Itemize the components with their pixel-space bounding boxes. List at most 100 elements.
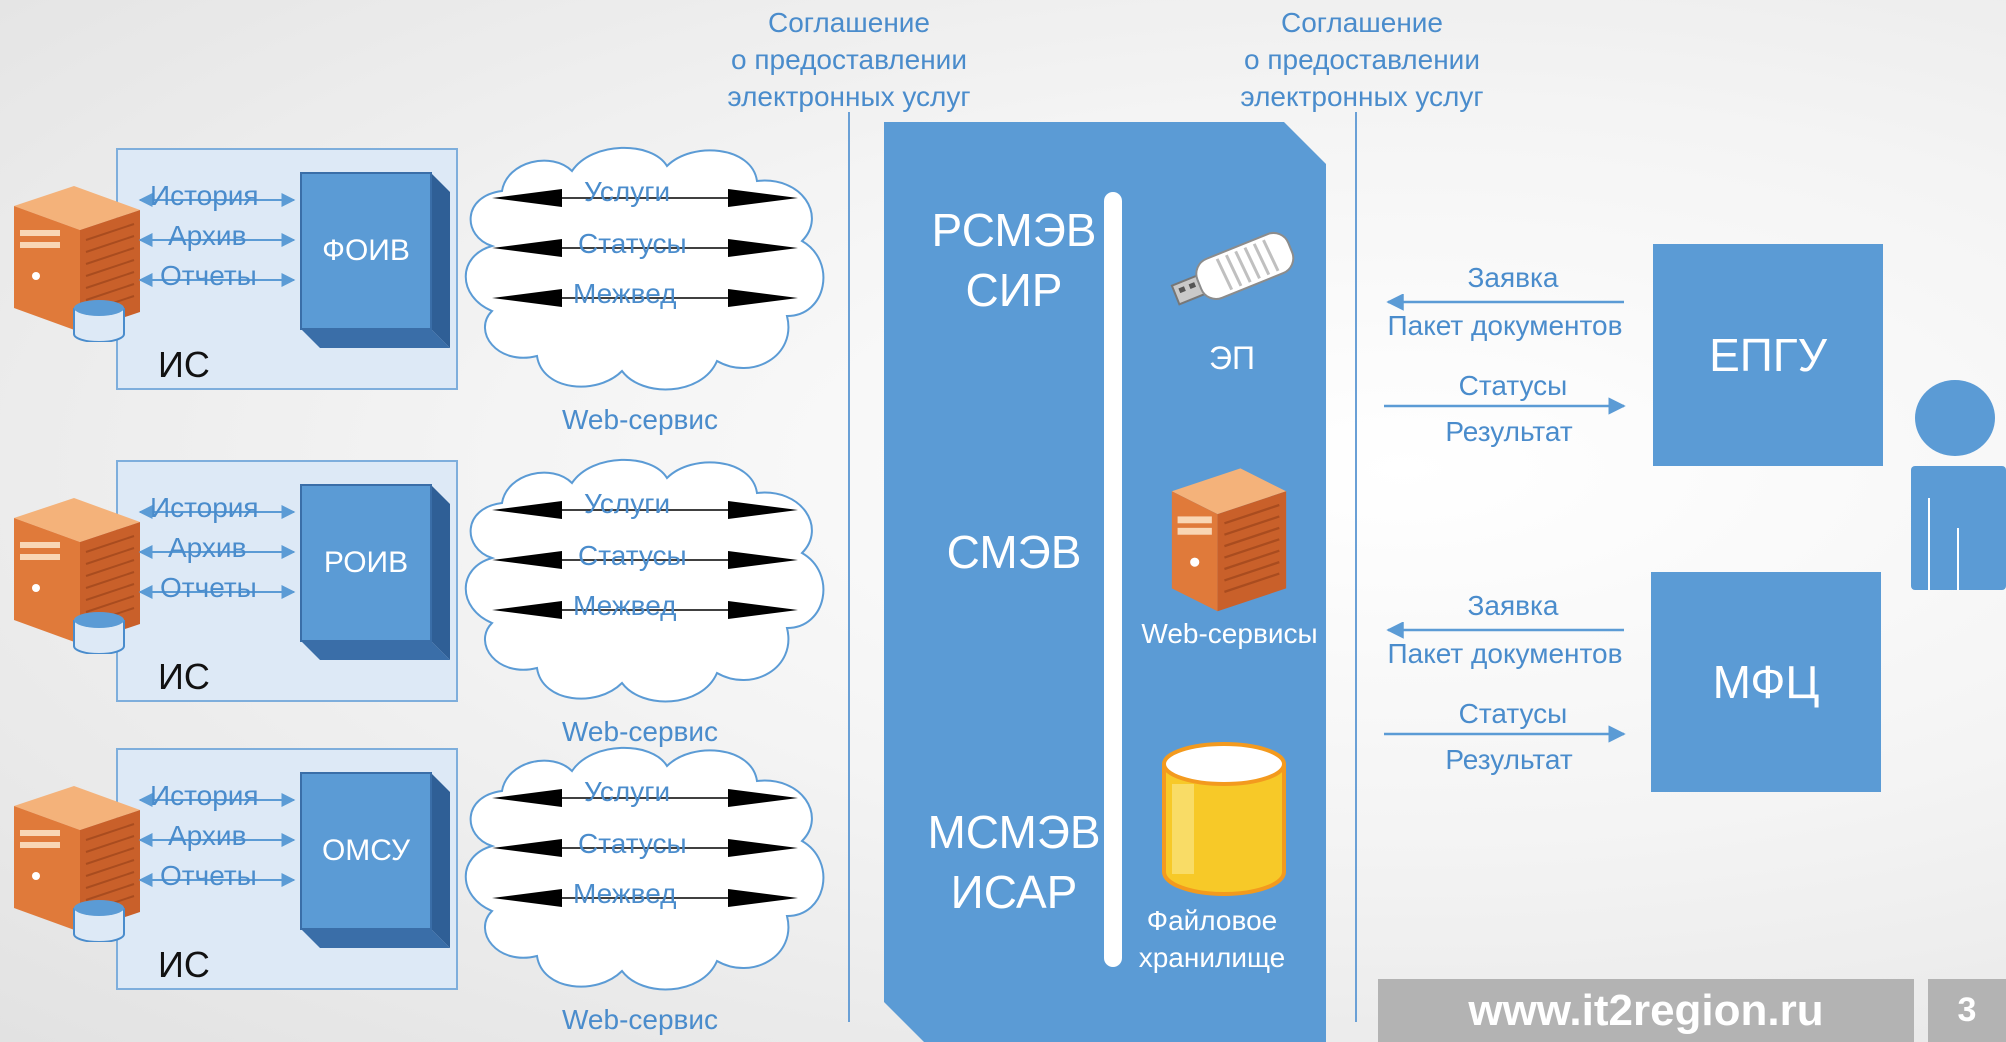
agency-label: РОИВ (323, 546, 409, 579)
cloud-label: Статусы (578, 540, 687, 571)
is-label: ИС (158, 944, 210, 985)
arrow-head-right (728, 789, 798, 807)
cloud-label: Межвед (573, 878, 677, 909)
is-arrows (138, 505, 296, 599)
web-services-server-icon (1171, 468, 1287, 612)
is-arrow-label: Отчеты (160, 572, 257, 603)
incoming-label-1: Заявка (1467, 590, 1559, 621)
msmev-text: МСМЭВ (927, 806, 1101, 858)
agency-label: ОМСУ (321, 834, 411, 867)
agency-box[interactable]: ФОИВ (300, 172, 432, 330)
is-arrows (138, 793, 296, 887)
agreement-right-divider (1355, 112, 1357, 1022)
agency-box[interactable]: РОИВ (300, 484, 432, 642)
arrow-head-left (492, 839, 562, 857)
incoming-label-2: Пакет документов (1387, 310, 1623, 341)
agreement-left-line-1: Соглашение (767, 7, 930, 38)
arrow-head-right (728, 501, 798, 519)
arrow-head-left (492, 289, 562, 307)
is-arrow-label: Архив (168, 220, 247, 251)
is-arrow-label: История (150, 492, 259, 523)
agency-cube-shadow (300, 772, 450, 948)
outgoing-label-1: Статусы (1458, 370, 1568, 401)
agreement-left-label: Соглашение о предоставлении электронных … (669, 4, 1029, 115)
ep-label: ЭП (1209, 340, 1255, 376)
agency-cube-shadow (300, 484, 450, 660)
cloud-icon (464, 458, 825, 703)
sir-text: СИР (965, 264, 1063, 316)
cloud-label: Услуги (584, 488, 671, 519)
arrow-head-right (728, 889, 798, 907)
arrow-head-left (492, 789, 562, 807)
is-arrows (138, 193, 296, 287)
arrow-head-right (728, 601, 798, 619)
is-arrow-label: История (150, 180, 259, 211)
agency-label: ФОИВ (322, 234, 410, 267)
outgoing-label-2: Результат (1445, 744, 1573, 775)
cloud-label: Статусы (578, 828, 687, 859)
isar-text: ИСАР (950, 866, 1078, 918)
rsmev-sir-label: РСМЭВ СИР (884, 200, 1144, 320)
agreement-left-divider (848, 112, 850, 1022)
outgoing-label-2: Результат (1445, 416, 1573, 447)
is-label: ИС (158, 656, 210, 697)
arrow-head-right (728, 189, 798, 207)
storage-line-2: хранилище (1138, 942, 1286, 973)
outgoing-label-1: Статусы (1458, 698, 1568, 729)
portal-box[interactable]: МФЦ (1651, 572, 1881, 792)
agreement-right-line-1: Соглашение (1280, 7, 1443, 38)
is-arrow-label: Архив (168, 820, 247, 851)
web-service-label: Web-сервис (562, 404, 719, 435)
arrow-head-right (728, 551, 798, 569)
agreement-left-line-3: электронных услуг (727, 81, 971, 112)
cloud-icon (464, 746, 825, 991)
arrow-head-left (492, 601, 562, 619)
rsmev-text: РСМЭВ (931, 204, 1097, 256)
agency-cube-shadow (300, 172, 450, 348)
web-service-label: Web-сервис (562, 1004, 719, 1035)
server-icon (14, 786, 140, 942)
incoming-label-1: Заявка (1467, 262, 1559, 293)
cloud-icon (464, 146, 825, 391)
is-arrow-label: История (150, 780, 259, 811)
arrow-head-right (728, 289, 798, 307)
person-icon (1911, 380, 2006, 590)
web-services-label: Web-сервисы (1141, 618, 1318, 649)
arrow-head-left (492, 551, 562, 569)
agency-box[interactable]: ОМСУ (300, 772, 432, 930)
is-arrow-label: Отчеты (160, 860, 257, 891)
arrow-head-left (492, 189, 562, 207)
page-number: 3 (1928, 979, 2006, 1042)
is-arrow-label: Архив (168, 532, 247, 563)
arrow-head-left (492, 239, 562, 257)
arrow-head-left (492, 501, 562, 519)
smev-text: СМЭВ (946, 526, 1082, 578)
agreement-right-label: Соглашение о предоставлении электронных … (1182, 4, 1542, 115)
usb-token-icon (1170, 231, 1295, 306)
is-arrow-label: Отчеты (160, 260, 257, 291)
footer-url[interactable]: www.it2region.ru (1378, 979, 1914, 1042)
portal-arrows (1384, 294, 1626, 415)
is-label: ИС (158, 344, 210, 385)
cloud-label: Статусы (578, 228, 687, 259)
cloud-label: Услуги (584, 776, 671, 807)
agreement-right-line-3: электронных услуг (1240, 81, 1484, 112)
server-icon (14, 498, 140, 654)
msmev-isar-label: МСМЭВ ИСАР (884, 802, 1144, 922)
file-storage-icon (1162, 742, 1286, 896)
agreement-left-line-2: о предоставлении (731, 44, 967, 75)
portal-box[interactable]: ЕПГУ (1653, 244, 1883, 466)
file-storage-label: Файловое хранилище (1112, 902, 1312, 976)
arrow-head-right (728, 239, 798, 257)
arrow-head-right (728, 839, 798, 857)
agreement-right-line-2: о предоставлении (1244, 44, 1480, 75)
portal-arrows (1384, 622, 1626, 743)
arrow-head-left (492, 889, 562, 907)
incoming-label-2: Пакет документов (1387, 638, 1623, 669)
cloud-label: Межвед (573, 590, 677, 621)
web-service-label: Web-сервис (562, 716, 719, 747)
cloud-label: Услуги (584, 176, 671, 207)
